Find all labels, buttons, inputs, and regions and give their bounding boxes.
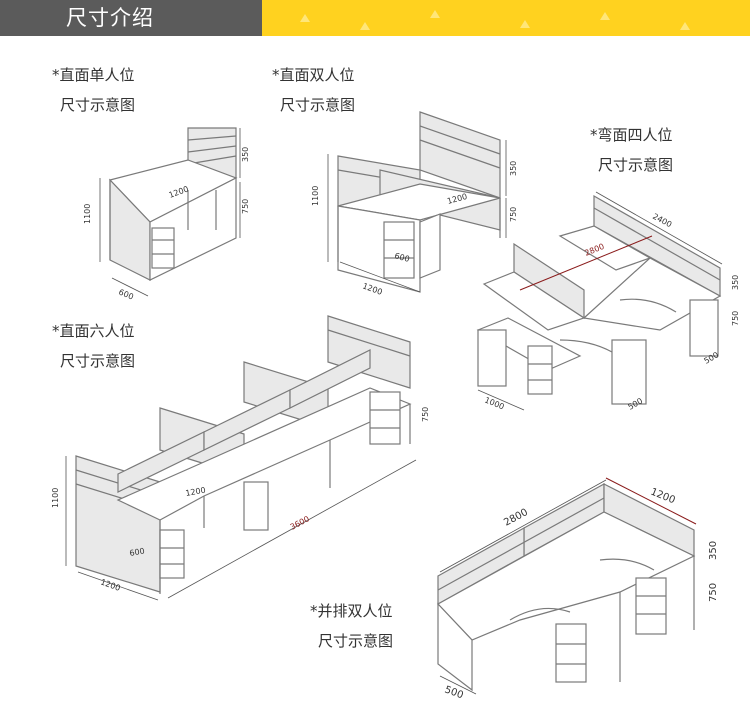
double-desk-drawing: 1100 350 750 1200 600 1200 — [311, 111, 518, 297]
header-dark-band — [0, 0, 262, 36]
decor-triangle — [680, 22, 690, 30]
caption-subtitle: 尺寸示意图 — [280, 96, 356, 114]
svg-text:350: 350 — [708, 541, 719, 560]
caption-subtitle: 尺寸示意图 — [60, 352, 136, 370]
caption-subtitle: 尺寸示意图 — [318, 632, 394, 650]
four-desk-drawing: 2400 2800 350 750 500 1000 500 — [476, 191, 740, 412]
svg-text:350: 350 — [241, 147, 250, 162]
caption-single: *直面单人位 尺寸示意图 — [52, 60, 135, 120]
decor-triangle — [300, 14, 310, 22]
svg-text:1200: 1200 — [99, 577, 121, 592]
svg-text:1100: 1100 — [51, 488, 60, 508]
svg-text:750: 750 — [509, 207, 518, 222]
svg-text:2800: 2800 — [502, 507, 530, 529]
decor-triangle — [430, 10, 440, 18]
svg-text:3600: 3600 — [289, 514, 311, 532]
svg-text:1200: 1200 — [185, 486, 207, 498]
sidebyside-desk-drawing: 2800 1200 350 750 500 — [437, 477, 719, 701]
svg-text:600: 600 — [393, 251, 410, 264]
caption-double: *直面双人位 尺寸示意图 — [272, 60, 355, 120]
caption-subtitle: 尺寸示意图 — [60, 96, 136, 114]
decor-triangle — [520, 20, 530, 28]
caption-four: *弯面四人位 尺寸示意图 — [590, 120, 673, 180]
caption-title: *弯面四人位 — [590, 126, 673, 144]
decor-triangle — [600, 12, 610, 20]
single-desk-drawing: 1100 350 750 1200 600 — [83, 127, 250, 302]
dim-single-height: 1100 — [83, 204, 92, 224]
caption-title: *并排双人位 — [310, 602, 393, 620]
svg-text:750: 750 — [708, 583, 719, 602]
caption-title: *直面双人位 — [272, 66, 355, 84]
svg-text:1200: 1200 — [649, 487, 677, 507]
svg-text:1100: 1100 — [311, 186, 320, 206]
header-yellow-band — [234, 0, 750, 36]
svg-text:1200: 1200 — [361, 281, 383, 296]
svg-text:2400: 2400 — [651, 212, 673, 230]
svg-text:750: 750 — [241, 199, 250, 214]
svg-text:350: 350 — [731, 275, 740, 290]
svg-text:600: 600 — [129, 546, 146, 558]
header-title: 尺寸介绍 — [66, 6, 154, 30]
caption-sidebyside: *并排双人位 尺寸示意图 — [310, 596, 393, 656]
svg-text:1000: 1000 — [483, 396, 505, 412]
caption-six: *直面六人位 尺寸示意图 — [52, 316, 135, 376]
section-header: 尺寸介绍 — [0, 0, 750, 36]
decor-triangle — [360, 22, 370, 30]
caption-subtitle: 尺寸示意图 — [598, 156, 674, 174]
caption-title: *直面六人位 — [52, 322, 135, 340]
caption-title: *直面单人位 — [52, 66, 135, 84]
svg-text:750: 750 — [421, 407, 430, 422]
svg-text:350: 350 — [509, 161, 518, 176]
svg-text:600: 600 — [117, 288, 135, 302]
svg-text:750: 750 — [731, 311, 740, 326]
six-desk-drawing: 1100 750 1200 600 3600 1200 — [51, 315, 430, 601]
